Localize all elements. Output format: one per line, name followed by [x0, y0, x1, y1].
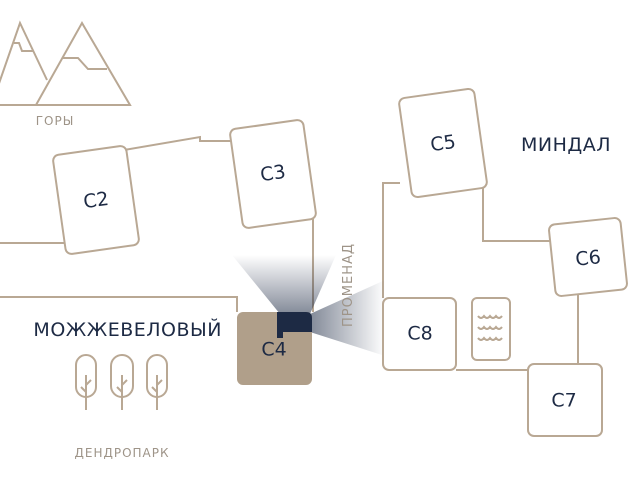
building-label: C3 [259, 161, 287, 186]
building-c4-selected[interactable]: C4 [237, 312, 312, 385]
paths [0, 135, 579, 371]
building-c2[interactable]: C2 [52, 145, 140, 255]
building-c7[interactable]: C7 [527, 363, 603, 437]
zone-label-almond: МИНДАЛ [521, 134, 611, 156]
building-label: C4 [261, 339, 286, 361]
zone-label-mountains: ГОРЫ [36, 114, 75, 128]
building-label: C8 [407, 323, 432, 345]
mountains-icon [0, 20, 132, 106]
building-c6[interactable]: C6 [548, 217, 628, 297]
building-c5[interactable]: C5 [398, 87, 488, 199]
building-label: C7 [551, 390, 576, 412]
view-cone-up [232, 255, 336, 314]
building-label: C5 [429, 131, 457, 156]
building-label: C6 [574, 246, 602, 271]
pool-icon [471, 297, 511, 361]
building-label: C2 [82, 188, 110, 213]
trees-icon [75, 354, 168, 410]
zone-label-promenade: ПРОМЕНАД [341, 243, 356, 327]
view-cone-right [310, 280, 385, 356]
building-c3[interactable]: C3 [229, 119, 317, 229]
apartment-marker [277, 312, 312, 338]
zone-label-juniper: МОЖЖЕВЕЛОВЫЙ [33, 318, 222, 341]
zone-label-dendropark: ДЕНДРОПАРК [74, 446, 169, 460]
building-c8[interactable]: C8 [382, 297, 457, 371]
